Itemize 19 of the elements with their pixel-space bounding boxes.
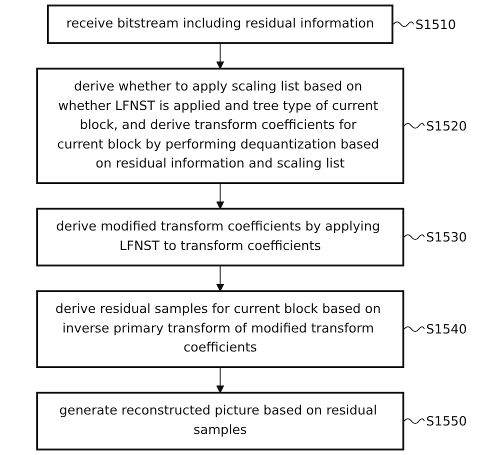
- step-number: S1540: [426, 322, 467, 338]
- process-box: derive modified transform coefficients by applying LFNST to transform coefficients: [36, 208, 404, 266]
- step-number: S1520: [426, 119, 467, 134]
- leader-line: [404, 234, 425, 240]
- step-number: S1550: [426, 414, 467, 430]
- arrow: [216, 42, 224, 70]
- process-box: generate reconstructed picture based on residual samples: [36, 392, 404, 450]
- arrow: [216, 265, 224, 292]
- arrow: [216, 182, 224, 210]
- leader-line: [404, 123, 425, 129]
- step-number: S1510: [415, 18, 456, 33]
- process-box: derive residual samples for current block based on inverse primary transform of modified transform coefficients: [36, 290, 404, 368]
- arrow: [216, 366, 224, 394]
- step-number: S1530: [426, 230, 467, 246]
- process-box: receive bitstream including residual information: [47, 4, 394, 44]
- process-box: derive whether to apply scaling list based on whether LFNST is applied and tree type of current block, and derive transform coefficients for current block by performing dequantization based on residual information and scaling list: [36, 68, 404, 184]
- leader-line: [392, 22, 414, 27]
- leader-line: [404, 326, 425, 332]
- leader-line: [404, 418, 425, 424]
